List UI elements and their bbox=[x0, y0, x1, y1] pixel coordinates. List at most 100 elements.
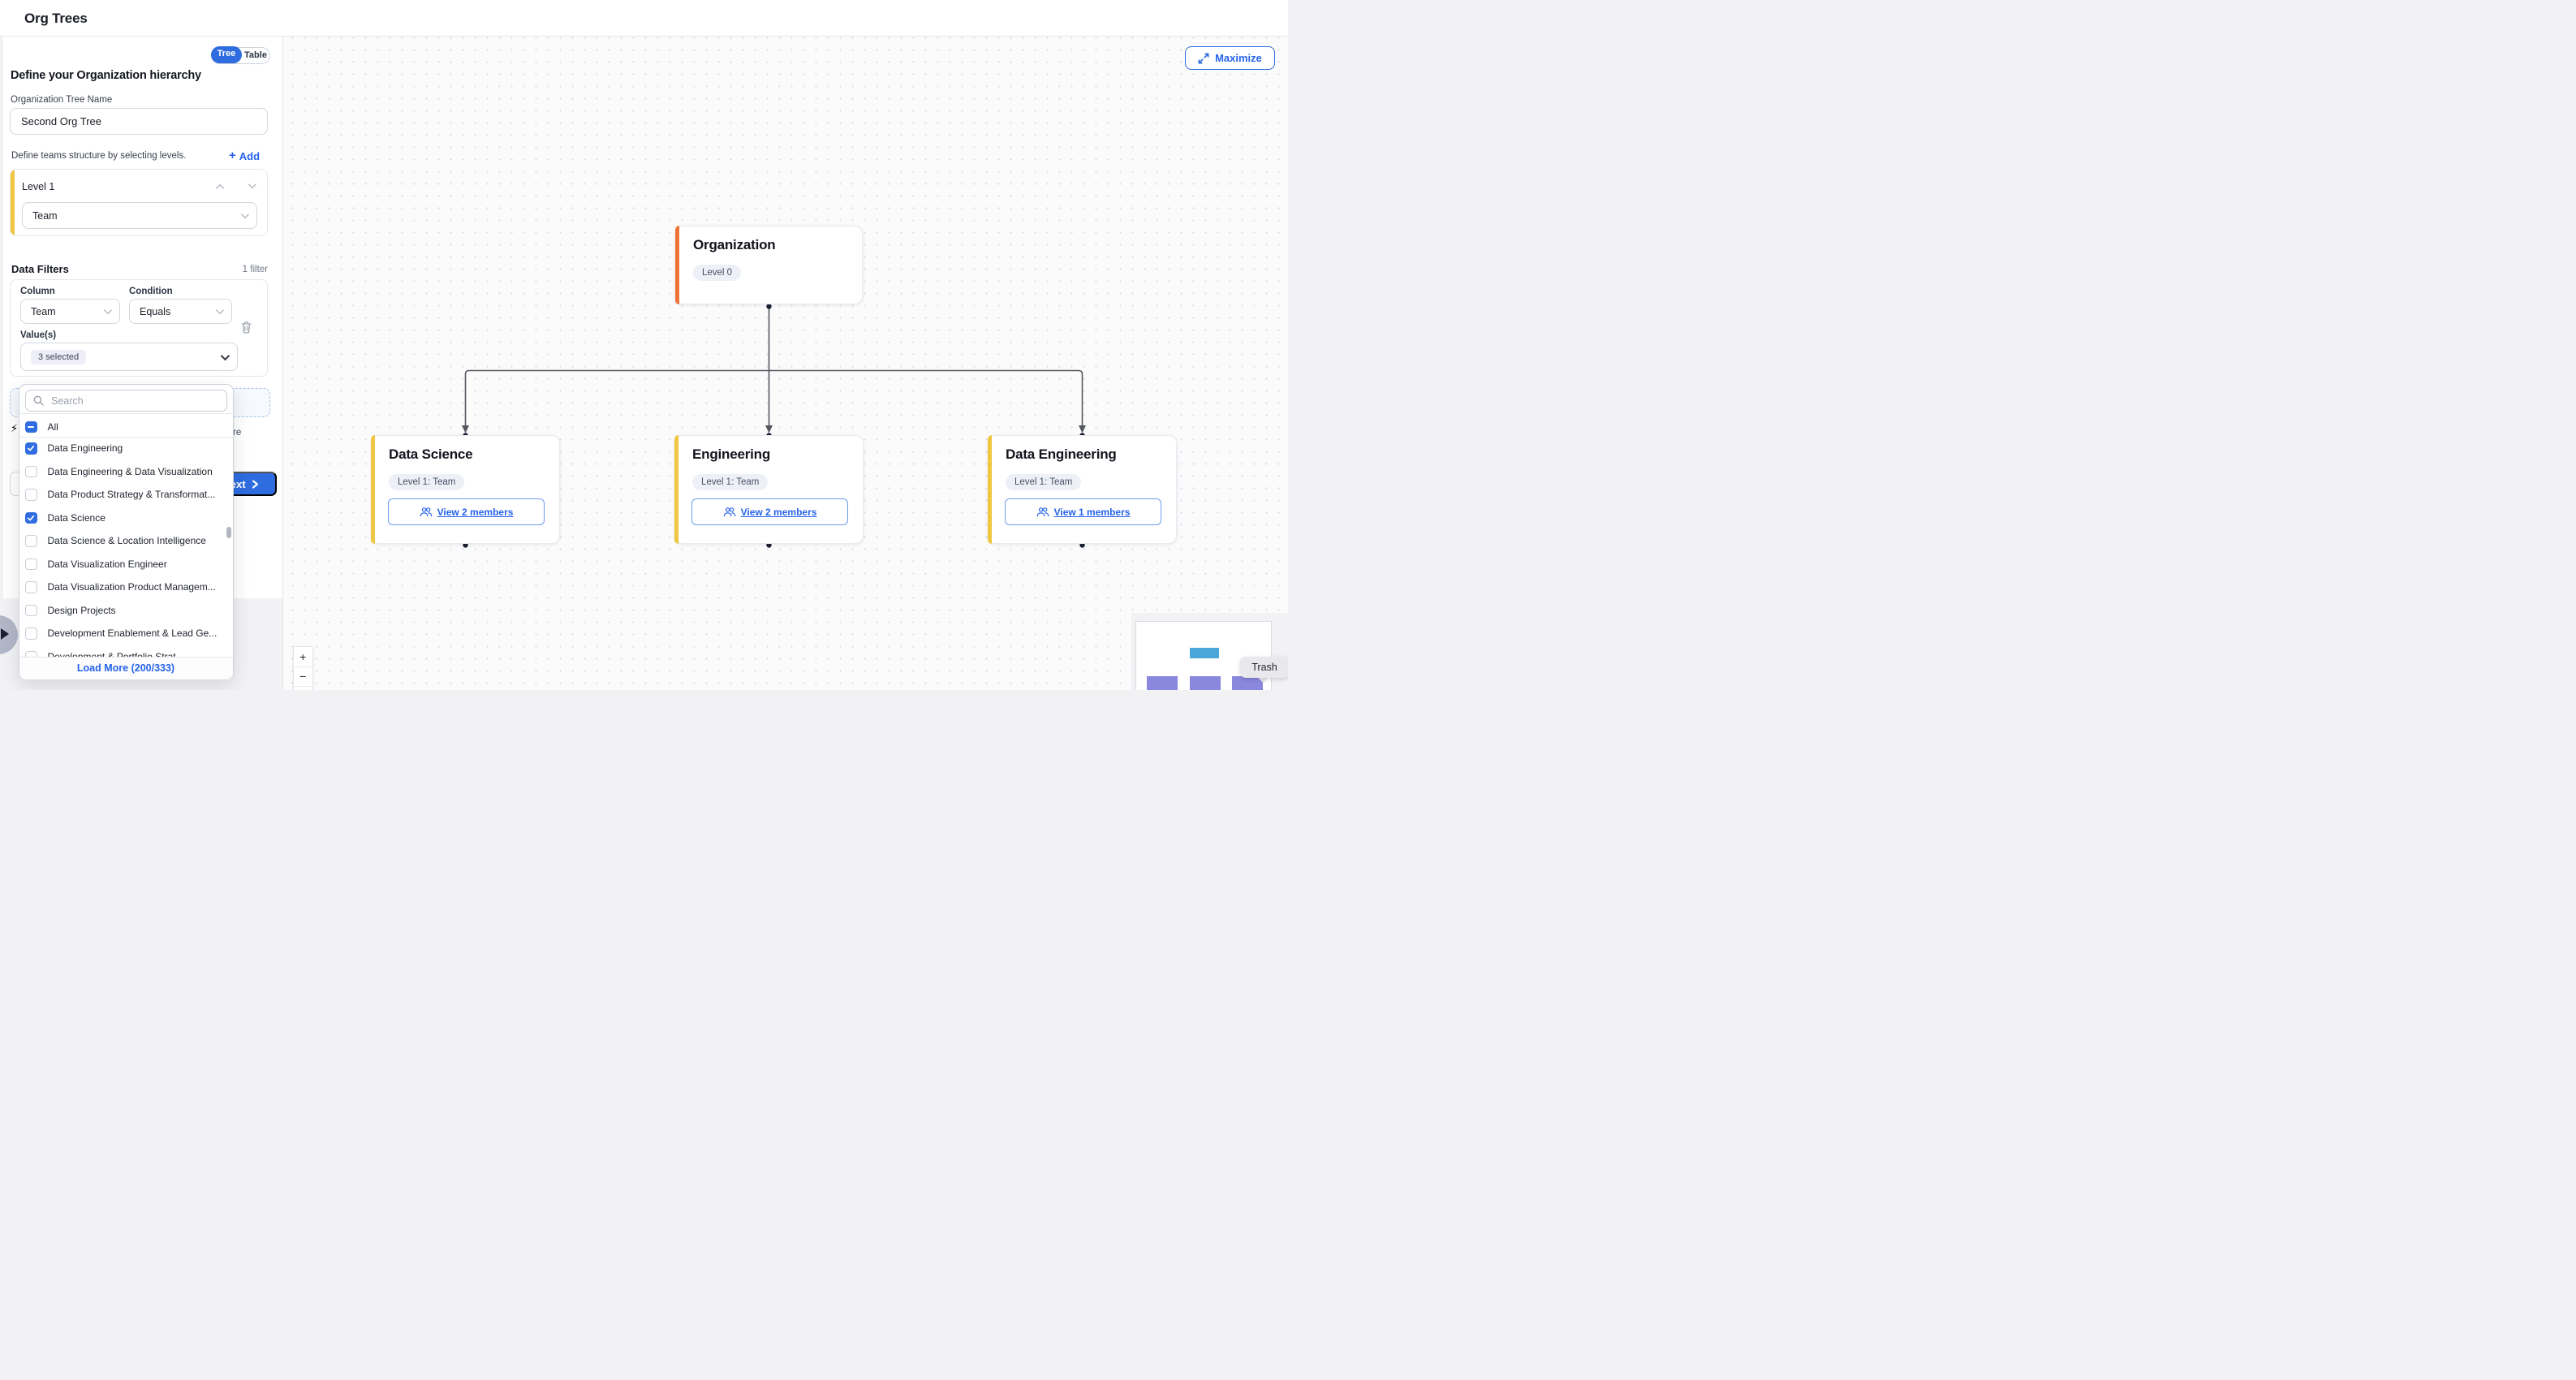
node-accent-bar bbox=[988, 435, 992, 544]
minimap-viewport bbox=[1135, 621, 1272, 690]
values-multiselect[interactable]: 3 selected bbox=[20, 343, 238, 371]
tree-name-label: Organization Tree Name bbox=[11, 95, 113, 105]
expand-icon bbox=[1198, 53, 1209, 63]
select-all-row[interactable]: All bbox=[19, 416, 233, 439]
sidebar-collapse-toggle[interactable] bbox=[0, 615, 18, 654]
delete-filter-icon[interactable] bbox=[241, 321, 252, 334]
load-more-button[interactable]: Load More (200/333) bbox=[76, 662, 175, 675]
level-type-value: Team bbox=[32, 209, 58, 222]
checkbox-unchecked[interactable] bbox=[25, 604, 37, 616]
tab-tree[interactable]: Tree bbox=[211, 46, 242, 63]
dropdown-item[interactable]: Design Projects bbox=[19, 599, 235, 623]
dropdown-item[interactable]: Data Visualization Engineer bbox=[19, 553, 235, 576]
add-level-label: Add bbox=[239, 149, 261, 162]
checkbox-unchecked[interactable] bbox=[25, 489, 37, 501]
org-node-data-engineering[interactable]: Data Engineering Level 1: Team View 1 me… bbox=[988, 435, 1177, 544]
level-type-select[interactable]: Team bbox=[22, 202, 257, 229]
column-select[interactable]: Team bbox=[20, 299, 120, 324]
chevron-down-icon bbox=[103, 306, 112, 315]
zoom-out-button[interactable]: − bbox=[294, 666, 312, 687]
zoom-in-button[interactable]: + bbox=[294, 647, 312, 667]
dropdown-item-label: Design Projects bbox=[47, 604, 116, 616]
column-value: Team bbox=[31, 305, 56, 317]
condition-label: Condition bbox=[129, 287, 173, 296]
checkbox-unchecked[interactable] bbox=[25, 627, 37, 640]
org-node-engineering[interactable]: Engineering Level 1: Team View 2 members bbox=[674, 435, 864, 544]
checkbox-unchecked[interactable] bbox=[25, 558, 37, 570]
maximize-button[interactable]: Maximize bbox=[1185, 46, 1275, 70]
checkbox-unchecked[interactable] bbox=[25, 465, 37, 477]
dropdown-item-label: Data Visualization Product Managem... bbox=[47, 581, 216, 593]
dropdown-item[interactable]: Development Enablement & Lead Ge... bbox=[19, 622, 235, 645]
view-members-button[interactable]: View 2 members bbox=[388, 498, 545, 525]
level-card: Level 1 Team bbox=[10, 169, 268, 236]
dropdown-item-label: Data Science & Location Intelligence bbox=[47, 535, 206, 547]
chevron-down-icon bbox=[215, 306, 224, 315]
search-icon bbox=[33, 395, 44, 406]
tree-canvas[interactable] bbox=[282, 37, 1288, 690]
scrollbar-thumb[interactable] bbox=[226, 526, 231, 538]
node-title: Engineering bbox=[692, 446, 771, 462]
dropdown-item[interactable]: Data Science & Location Intelligence bbox=[19, 529, 235, 553]
node-title: Organization bbox=[693, 237, 776, 252]
dropdown-item-label: Development Enablement & Lead Ge... bbox=[47, 627, 218, 640]
data-filters-title: Data Filters bbox=[11, 263, 69, 275]
minimap-node-root bbox=[1190, 648, 1219, 658]
search-input[interactable] bbox=[50, 394, 219, 408]
checkbox-checked-icon[interactable] bbox=[25, 511, 37, 524]
dropdown-item-label: Development & Portfolio Strat... bbox=[47, 650, 184, 657]
dropdown-item-label: Data Engineering bbox=[47, 442, 123, 455]
dropdown-item[interactable]: Data Visualization Product Managem... bbox=[19, 576, 235, 599]
org-node-data-science[interactable]: Data Science Level 1: Team View 2 member… bbox=[371, 435, 560, 544]
panel-divider bbox=[282, 37, 283, 690]
view-members-button[interactable]: View 1 members bbox=[1005, 498, 1161, 525]
level-badge: Level 1: Team bbox=[692, 474, 769, 490]
zoom-controls: + − bbox=[293, 646, 313, 690]
view-members-label: View 2 members bbox=[437, 506, 514, 518]
dropdown-item[interactable]: Data Science bbox=[19, 507, 235, 530]
dropdown-item[interactable]: Data Engineering & Data Visualization bbox=[19, 460, 235, 484]
view-members-label: View 1 members bbox=[1053, 506, 1131, 518]
checkbox-unchecked[interactable] bbox=[25, 581, 37, 593]
org-node-root[interactable]: Organization Level 0 bbox=[675, 226, 863, 304]
page-title: Org Trees bbox=[24, 11, 88, 26]
tree-name-input[interactable] bbox=[10, 108, 268, 135]
checkbox-indeterminate-icon[interactable] bbox=[25, 420, 37, 433]
checkbox-unchecked[interactable] bbox=[25, 650, 37, 657]
chevron-down-icon bbox=[220, 351, 230, 360]
dropdown-item[interactable]: Data Engineering bbox=[19, 437, 235, 460]
level-badge: Level 1: Team bbox=[389, 474, 465, 490]
view-members-button[interactable]: View 2 members bbox=[691, 498, 848, 525]
chevron-up-icon[interactable] bbox=[216, 183, 225, 192]
minimap[interactable] bbox=[1131, 613, 1288, 690]
minimap-node bbox=[1232, 676, 1263, 690]
trash-tooltip-label: Trash bbox=[1251, 662, 1277, 673]
people-icon bbox=[723, 507, 735, 517]
chevron-down-icon[interactable] bbox=[248, 180, 256, 189]
checkbox-unchecked[interactable] bbox=[25, 535, 37, 547]
condition-select[interactable]: Equals bbox=[129, 299, 232, 324]
fit-view-button[interactable] bbox=[294, 687, 312, 690]
minimap-node bbox=[1147, 676, 1178, 690]
dropdown-item[interactable]: Data Product Strategy & Transformat... bbox=[19, 483, 235, 507]
sidebar-heading: Define your Organization hierarchy bbox=[11, 69, 201, 82]
add-level-button[interactable]: + Add bbox=[229, 149, 260, 163]
node-accent-bar bbox=[674, 435, 678, 544]
dropdown-item[interactable]: Development & Portfolio Strat... bbox=[19, 645, 235, 657]
view-mode-toggle: Tree Table bbox=[211, 46, 270, 64]
level-accent-bar bbox=[11, 170, 15, 235]
lightning-icon: ⚡ bbox=[11, 422, 19, 434]
dropdown-item-label: Data Visualization Engineer bbox=[47, 558, 167, 570]
node-title: Data Science bbox=[389, 446, 473, 462]
tab-table[interactable]: Table bbox=[244, 50, 267, 60]
dropdown-item-label: Data Engineering & Data Visualization bbox=[47, 465, 213, 477]
select-all-label: All bbox=[47, 420, 58, 433]
values-label: Value(s) bbox=[20, 330, 57, 340]
people-icon bbox=[1036, 507, 1049, 517]
dropdown-footer: Load More (200/333) bbox=[19, 657, 233, 679]
divider-line bbox=[19, 436, 233, 438]
maximize-label: Maximize bbox=[1215, 52, 1262, 64]
checkbox-checked-icon[interactable] bbox=[25, 442, 37, 455]
